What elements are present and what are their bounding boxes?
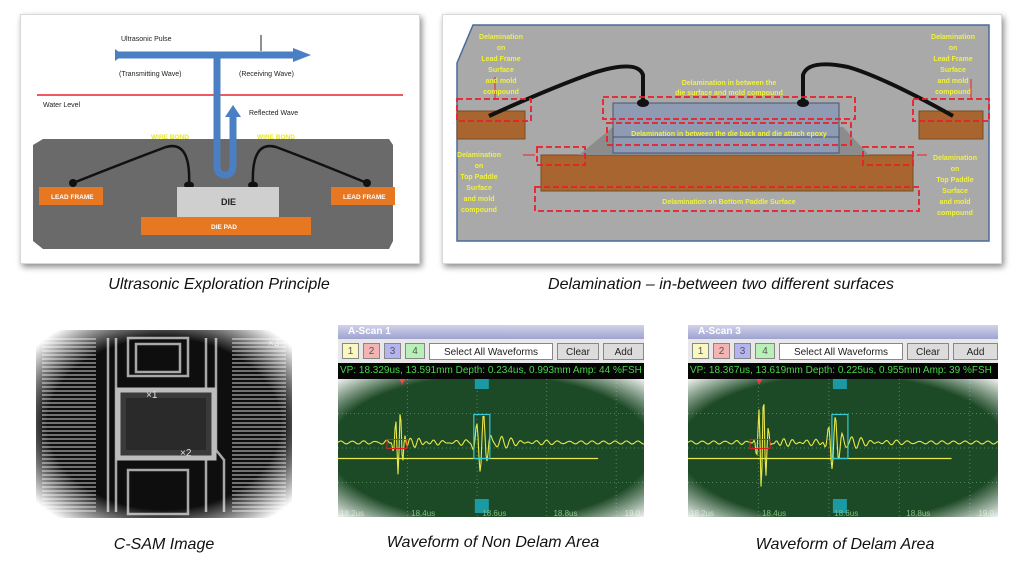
delam-box-die-back [606, 122, 852, 146]
status-readout: VP: 18.367us, 13.619mm Depth: 0.225us, 0… [688, 363, 998, 379]
label-bottom-paddle: Delamination on Bottom Paddle Surface [662, 199, 796, 206]
waveform-3-button[interactable]: 3 [734, 343, 751, 359]
waveform-trace-svg: 18.2us18.4us18.6us18.8us19.0 [338, 371, 644, 517]
waveform-2-button[interactable]: 2 [713, 343, 730, 359]
wire-bond-right-label: WIRE BOND [257, 134, 295, 141]
wire-bond-right [251, 144, 368, 186]
transmitting-wave-label: (Transmitting Wave) [119, 71, 182, 78]
select-all-waveforms-button[interactable]: Select All Waveforms [429, 343, 553, 360]
delam-box-lead-right [912, 98, 990, 122]
delam-box-top-paddle-right [862, 146, 914, 166]
principle-diagram: Water Level Ultrasonic Pulse (Transmitti… [33, 35, 403, 249]
principle-caption: Ultrasonic Exploration Principle [108, 276, 330, 293]
add-button[interactable]: Add [953, 343, 998, 360]
waveform-1-button[interactable]: 1 [342, 343, 359, 359]
delam-box-lead-left [456, 98, 532, 122]
toolbar: 1 2 3 4 Select All Waveforms Clear Add [688, 339, 998, 363]
status-readout: VP: 18.329us, 13.591mm Depth: 0.234us, 0… [338, 363, 644, 379]
csam-scan: ×1 ×2 ×3 [36, 330, 292, 518]
ultrasonic-pulse-label: Ultrasonic Pulse [121, 36, 172, 43]
vignette [688, 379, 998, 517]
paddle [540, 154, 914, 192]
waveform-plot: 18.2us18.4us18.6us18.8us19.0 [688, 371, 998, 517]
receiving-wave-label: (Receiving Wave) [239, 71, 294, 78]
waveform-trace-svg: 18.2us18.4us18.6us18.8us19.0 [688, 371, 998, 517]
csam-caption: C-SAM Image [113, 536, 215, 553]
waveform-2-button[interactable]: 2 [363, 343, 380, 359]
clear-button[interactable]: Clear [907, 343, 949, 360]
csam-image: ×1 ×2 ×3 [36, 330, 292, 518]
add-button[interactable]: Add [603, 343, 644, 360]
ascan-window-non-delam: A-Scan 1 1 2 3 4 Select All Waveforms Cl… [338, 325, 644, 517]
delam-caption: Waveform of Delam Area [755, 536, 935, 553]
vignette [338, 379, 644, 517]
ascan-window-delam: A-Scan 3 1 2 3 4 Select All Waveforms Cl… [688, 325, 998, 517]
wire-bond-left [488, 64, 645, 118]
waveform-1-button[interactable]: 1 [692, 343, 709, 359]
water-level-label: Water Level [43, 102, 81, 109]
non-delam-caption: Waveform of Non Delam Area [386, 534, 600, 551]
lead-frame-right [331, 187, 395, 205]
die [177, 187, 279, 217]
waveform-4-button[interactable]: 4 [755, 343, 775, 359]
die-pad [141, 217, 311, 235]
delam-box-top-paddle-left [536, 146, 586, 166]
lead-frame-left-label: LEAD FRAME [51, 194, 94, 201]
delamination-caption: Delamination – in-between two different … [548, 276, 894, 293]
wire-bond-right [801, 62, 954, 118]
reflected-wave-label: Reflected Wave [249, 110, 298, 117]
delam-box-die-surface [602, 96, 856, 120]
window-title: A-Scan 1 [338, 325, 644, 339]
lead-frame-right-label: LEAD FRAME [343, 194, 386, 201]
waveform-plot: 18.2us18.4us18.6us18.8us19.0 [338, 371, 644, 517]
label-die-back: Delamination in between the die back and… [631, 131, 827, 138]
ultrasonic-arrow [115, 51, 293, 179]
die-pad-label: DIE PAD [211, 224, 237, 231]
principle-panel: Water Level Ultrasonic Pulse (Transmitti… [20, 14, 420, 264]
clear-button[interactable]: Clear [557, 343, 599, 360]
die-label: DIE [221, 197, 236, 207]
arrow-head-right [293, 48, 311, 62]
wire-bond-left-label: WIRE BOND [151, 134, 189, 141]
waveform-3-button[interactable]: 3 [384, 343, 401, 359]
delam-box-bottom-paddle [534, 186, 920, 212]
select-all-waveforms-button[interactable]: Select All Waveforms [779, 343, 903, 360]
arrow-head-up [225, 105, 241, 117]
waveform-4-button[interactable]: 4 [405, 343, 425, 359]
lead-frame-left [39, 187, 103, 205]
wire-bond-left [72, 144, 191, 186]
toolbar: 1 2 3 4 Select All Waveforms Clear Add [338, 339, 644, 363]
arrow-head-left-tail [115, 49, 123, 61]
window-title: A-Scan 3 [688, 325, 998, 339]
